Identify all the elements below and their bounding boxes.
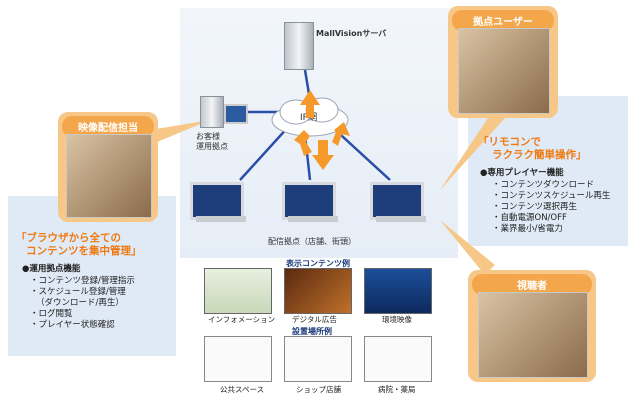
callout-left (150, 120, 210, 145)
monitor-icon (370, 182, 424, 220)
role-title-site-user: 拠点ユーザー (452, 10, 554, 31)
left-func-list: ・コンテンツ登録/管理指示 ・スケジュール登録/管理 （ダウンロード/再生） ・… (30, 276, 135, 330)
place-examples-title: 設置場所例 (292, 327, 332, 336)
customer-server-icon (200, 96, 224, 128)
left-headline: 「ブラウザから全ての コンテンツを集中管理」 (16, 232, 142, 257)
customer-pc-icon (224, 104, 248, 124)
player-icon (288, 216, 338, 222)
link-left (239, 124, 291, 181)
server-label: MallVisionサーバ (316, 29, 387, 38)
content-label-digital-ad: デジタル広告 (292, 315, 337, 324)
place-sketch-shop (284, 336, 352, 382)
content-thumb-environment (364, 268, 432, 314)
content-label-information: インフォメーション (208, 315, 276, 324)
place-label-public: 公共スペース (220, 385, 265, 394)
right-headline: 「リモコンで ラクラク簡単操作」 (478, 136, 587, 161)
distributor-photo (66, 134, 152, 218)
content-thumb-digital-ad (284, 268, 352, 314)
site-user-photo (458, 28, 550, 114)
delivery-site-label: 配信拠点（店舗、街頭） (268, 237, 356, 246)
place-label-shop: ショップ店舗 (296, 385, 341, 394)
right-func-list: ・コンテンツダウンロード ・コンテンツスケジュール再生 ・コンテンツ選択再生 ・… (492, 180, 611, 234)
player-icon (376, 216, 426, 222)
monitor-icon (190, 182, 244, 220)
role-title-viewer: 視聴者 (472, 274, 592, 295)
server-icon (284, 22, 314, 70)
content-examples-title: 表示コンテンツ例 (286, 259, 350, 268)
viewer-photo (478, 292, 588, 378)
callout-right (440, 115, 505, 190)
right-func-title: ●専用プレイヤー機能 (480, 168, 564, 178)
place-sketch-hospital (364, 336, 432, 382)
player-icon (196, 216, 246, 222)
content-label-environment: 環境映像 (382, 315, 412, 324)
callout-viewer (440, 220, 495, 275)
role-title-distributor: 映像配信担当 (62, 116, 154, 137)
content-thumb-information (204, 268, 272, 314)
customer-site-label: お客様 運用拠点 (196, 132, 228, 151)
monitor-icon (282, 182, 336, 220)
place-sketch-public (204, 336, 272, 382)
download-arrows (294, 90, 350, 170)
left-info-panel (8, 196, 176, 356)
place-label-hospital: 病院・薬局 (378, 385, 416, 394)
left-func-title: ●運用拠点機能 (22, 264, 81, 274)
